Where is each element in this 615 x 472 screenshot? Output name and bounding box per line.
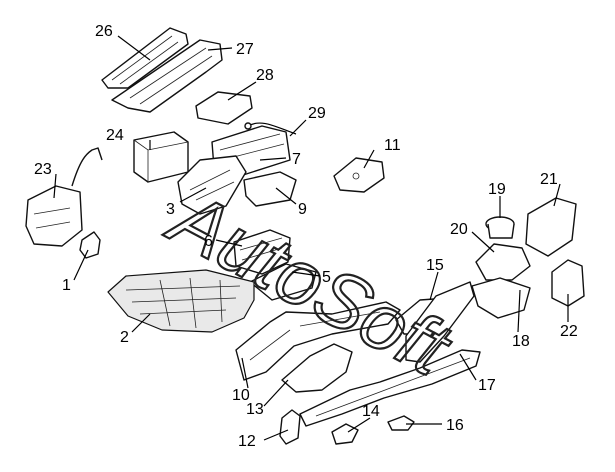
part-27-lower-rail	[111, 39, 223, 113]
callout-15: 15	[426, 257, 444, 274]
leader-lines	[53, 35, 569, 441]
callout-19: 19	[488, 181, 506, 198]
callout-5: 5	[322, 269, 331, 286]
part-6-housing	[233, 229, 291, 275]
part-17-lower-rail	[299, 281, 481, 427]
part-28-plate	[195, 91, 253, 125]
callout-26: 26	[95, 23, 113, 40]
callout-9: 9	[298, 201, 307, 218]
part-20-bracket	[475, 243, 531, 281]
part-19-grommet	[485, 216, 515, 239]
callout-18: 18	[512, 333, 530, 350]
part-3-bracket	[177, 155, 247, 215]
callout-20: 20	[450, 221, 468, 238]
callout-14: 14	[362, 403, 380, 420]
callout-23: 23	[34, 161, 52, 178]
callout-12: 12	[238, 433, 256, 450]
part-18-bracket	[471, 277, 531, 319]
part-26-upper-rail	[101, 27, 189, 89]
callout-2: 2	[120, 329, 129, 346]
callout-3: 3	[166, 201, 175, 218]
part-1-cap	[79, 231, 101, 259]
callout-24: 24	[106, 127, 124, 144]
part-11-bracket	[333, 157, 385, 193]
callout-27: 27	[236, 41, 254, 58]
part-9-bracket	[243, 171, 297, 207]
callout-labels: 26 27 28 29 24 7 11 23 3 9 6 1 5 2 15 10…	[34, 23, 578, 450]
callout-28: 28	[256, 67, 274, 84]
part-12-plate	[279, 409, 301, 445]
part-2-floor-pan	[107, 269, 255, 333]
callout-7: 7	[292, 151, 301, 168]
callout-29: 29	[308, 105, 326, 122]
part-10-rail	[235, 301, 401, 381]
part-14-clip	[331, 423, 359, 445]
part-29-cable	[244, 122, 297, 135]
callout-1: 1	[62, 277, 71, 294]
callout-17: 17	[478, 377, 496, 394]
callout-22: 22	[560, 323, 578, 340]
callout-13: 13	[246, 401, 264, 418]
part-16-clip	[387, 415, 415, 431]
callout-11: 11	[384, 137, 401, 154]
callout-10: 10	[232, 387, 250, 404]
callout-16: 16	[446, 417, 464, 434]
part-22-panel	[551, 259, 585, 307]
part-23-reservoir	[25, 147, 103, 247]
part-24-box	[133, 131, 189, 183]
callout-6: 6	[204, 233, 213, 250]
callout-21: 21	[540, 171, 558, 188]
part-21-panel	[525, 197, 577, 257]
part-13-bracket	[281, 343, 353, 393]
